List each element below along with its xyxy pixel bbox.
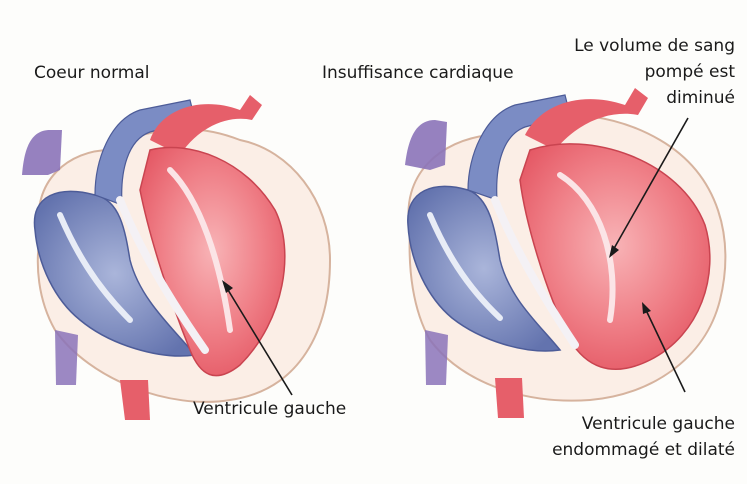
normal-vena-cava [22,130,62,175]
volume-label-line3: diminué [666,87,735,109]
failing-vena-cava [405,120,447,170]
heart-failure-title: Insuffisance cardiaque [322,62,514,84]
normal-heart-illustration [22,95,330,420]
left-ventricle-label: Ventricule gauche [193,398,346,420]
volume-label-line1: Le volume de sang [574,35,735,57]
damaged-ventricle-label-line1: Ventricule gauche [582,413,735,435]
normal-heart-title: Coeur normal [34,62,149,84]
normal-descending-aorta [120,380,150,420]
damaged-ventricle-label-line2: endommagé et dilaté [552,439,735,461]
volume-label-line2: pompé est [645,61,735,83]
failing-descending-aorta [495,378,524,418]
normal-inferior-vena-cava [55,330,78,385]
failing-inferior-vena-cava [425,330,448,385]
